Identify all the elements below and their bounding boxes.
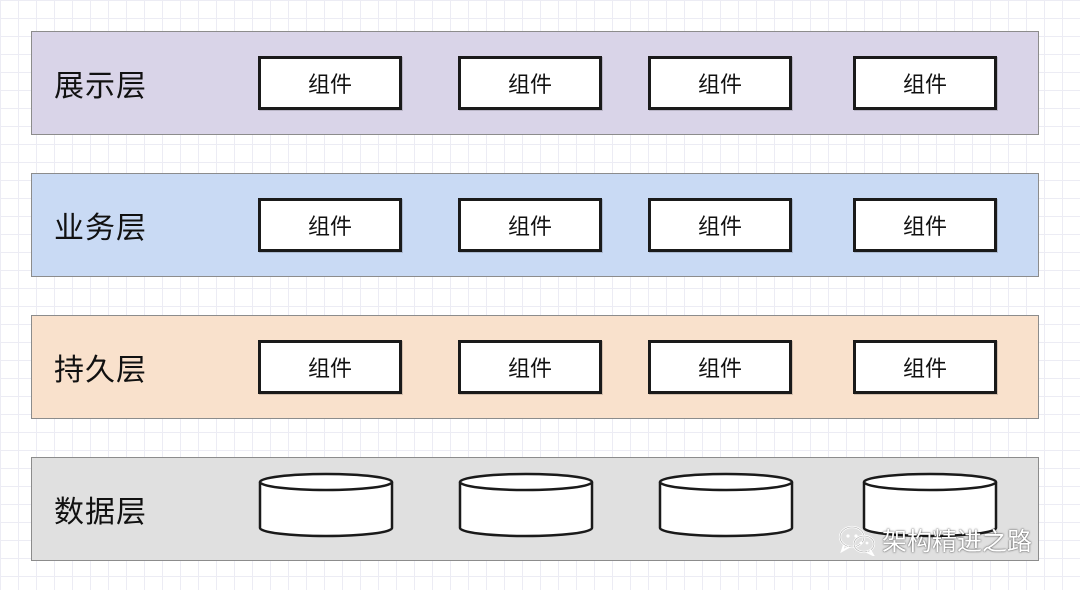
component-box: 组件: [258, 56, 402, 110]
layer-label-business: 业务层: [54, 211, 147, 246]
business-layer: 业务层 组件 组件 组件 组件: [31, 173, 1039, 277]
persistence-layer: 持久层 组件 组件 组件 组件: [31, 315, 1039, 419]
layer-label-persistence: 持久层: [54, 353, 147, 388]
component-box: 组件: [458, 56, 602, 110]
data-layer: 数据层: [31, 457, 1039, 561]
component-box: 组件: [648, 56, 792, 110]
component-box: 组件: [853, 340, 997, 394]
layer-label-data: 数据层: [54, 495, 147, 530]
watermark: 架构精进之路: [838, 522, 1032, 558]
presentation-layer: 展示层 组件 组件 组件 组件: [31, 31, 1039, 135]
database-icon: [862, 472, 998, 538]
component-box: 组件: [258, 198, 402, 252]
watermark-text: 架构精进之路: [882, 527, 1033, 556]
layer-label-presentation: 展示层: [54, 69, 147, 104]
component-box: 组件: [258, 340, 402, 394]
database-icon: [258, 472, 394, 538]
component-box: 组件: [648, 198, 792, 252]
database-icon: [658, 472, 794, 538]
wechat-icon: [838, 525, 876, 556]
component-box: 组件: [458, 340, 602, 394]
component-box: 组件: [853, 56, 997, 110]
database-icon: [458, 472, 594, 538]
component-box: 组件: [853, 198, 997, 252]
component-box: 组件: [648, 340, 792, 394]
component-box: 组件: [458, 198, 602, 252]
